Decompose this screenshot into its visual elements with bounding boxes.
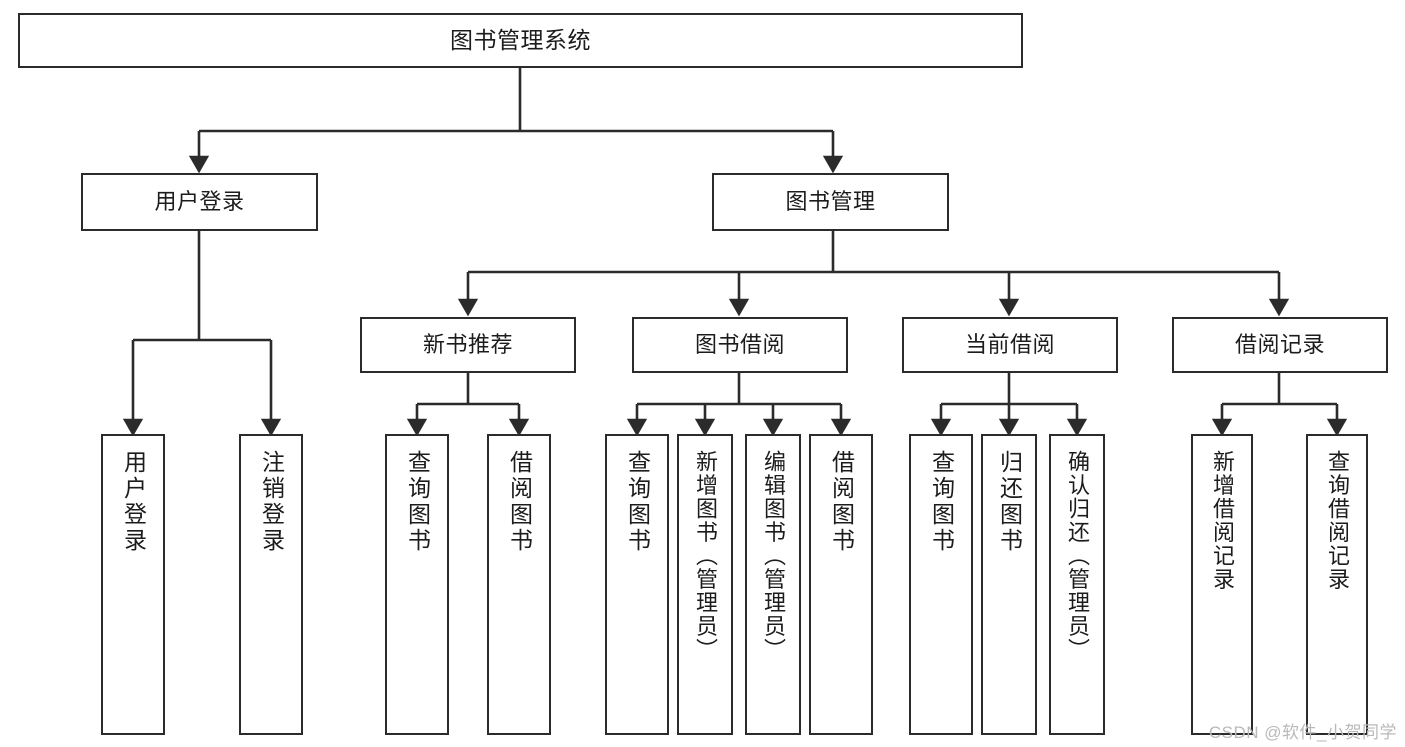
node-leaf-borrow-book[interactable]: 借阅图书: [809, 434, 873, 735]
node-label: 借阅图书: [506, 450, 533, 554]
node-leaf-query-book-recommend[interactable]: 查询图书: [385, 434, 449, 735]
node-label: 查询图书: [624, 450, 651, 554]
node-leaf-confirm-return-admin[interactable]: 确认归还（管理员）: [1049, 434, 1105, 735]
node-leaf-query-book-current[interactable]: 查询图书: [909, 434, 973, 735]
node-leaf-edit-book-admin[interactable]: 编辑图书（管理员）: [745, 434, 801, 735]
node-book-management[interactable]: 图书管理: [712, 173, 949, 231]
watermark-text: CSDN @软件_小贺同学: [1208, 723, 1397, 742]
node-leaf-query-book-borrow[interactable]: 查询图书: [605, 434, 669, 735]
node-label: 用户登录: [154, 189, 245, 215]
node-current-borrow[interactable]: 当前借阅: [902, 317, 1118, 373]
node-label: 注销登录: [258, 450, 285, 554]
node-label: 归还图书: [996, 450, 1023, 554]
node-leaf-add-borrow-record[interactable]: 新增借阅记录: [1191, 434, 1253, 735]
node-label: 图书管理: [785, 189, 876, 215]
node-label: 编辑图书（管理员）: [761, 450, 786, 662]
node-label: 新增图书（管理员）: [693, 450, 718, 662]
node-leaf-query-borrow-record[interactable]: 查询借阅记录: [1306, 434, 1368, 735]
node-user-login[interactable]: 用户登录: [81, 173, 318, 231]
node-label: 查询借阅记录: [1325, 450, 1350, 591]
node-label: 查询图书: [404, 450, 431, 554]
node-leaf-logout[interactable]: 注销登录: [239, 434, 303, 735]
node-label: 借阅图书: [828, 450, 855, 554]
node-book-borrow[interactable]: 图书借阅: [632, 317, 848, 373]
node-leaf-user-login[interactable]: 用户登录: [101, 434, 165, 735]
node-label: 查询图书: [928, 450, 955, 554]
node-label: 当前借阅: [964, 332, 1055, 358]
node-new-book-recommend[interactable]: 新书推荐: [360, 317, 576, 373]
node-label: 用户登录: [120, 450, 147, 554]
node-label: 确认归还（管理员）: [1065, 450, 1090, 662]
node-leaf-borrow-book-recommend[interactable]: 借阅图书: [487, 434, 551, 735]
node-label: 图书借阅: [694, 332, 785, 358]
node-root-book-management-system[interactable]: 图书管理系统: [18, 13, 1023, 68]
node-label: 新增借阅记录: [1210, 450, 1235, 591]
node-label: 借阅记录: [1234, 332, 1325, 358]
node-leaf-return-book[interactable]: 归还图书: [981, 434, 1037, 735]
node-borrow-record[interactable]: 借阅记录: [1172, 317, 1388, 373]
node-label: 新书推荐: [422, 332, 513, 358]
node-label: 图书管理系统: [450, 27, 591, 54]
node-leaf-add-book-admin[interactable]: 新增图书（管理员）: [677, 434, 733, 735]
